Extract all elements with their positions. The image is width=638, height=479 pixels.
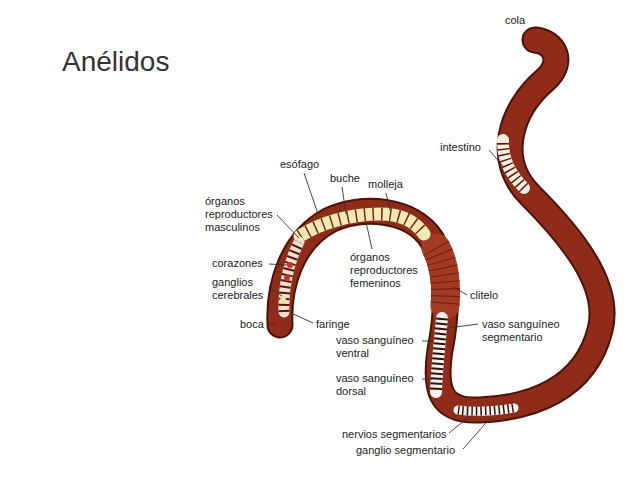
intestine-segments (503, 140, 524, 188)
heart-arches (284, 242, 299, 312)
part-label: vaso sanguíneo segmentario (482, 318, 582, 344)
part-label: vaso sanguíneo dorsal (336, 372, 420, 398)
nerve-cutaway (458, 408, 514, 411)
part-label: molleja (368, 178, 403, 191)
part-label: ganglios cerebrales (212, 276, 276, 302)
part-label: boca (240, 318, 264, 331)
segmental-nerves (458, 408, 514, 411)
diagram-title: Anélidos (62, 46, 169, 78)
part-label: órganos reproductores femeninos (350, 251, 430, 290)
cutaway-segments (300, 214, 424, 236)
worm-outline (280, 40, 602, 410)
worm-body (280, 40, 602, 410)
part-label: vaso sanguíneo ventral (336, 334, 420, 360)
vessel-cutaway (436, 318, 442, 392)
clitellum-band (436, 248, 446, 305)
heart-dot (284, 275, 290, 281)
part-label: cola (505, 14, 525, 27)
pharynx-cutaway (284, 242, 299, 312)
part-label: corazones (212, 257, 263, 270)
part-label: ganglio segmentario (356, 444, 455, 457)
segmental-vessels (436, 318, 442, 392)
heart-dot (287, 262, 293, 268)
leader-lines (268, 150, 503, 449)
part-label: faringe (316, 318, 350, 331)
part-label: buche (330, 172, 360, 185)
part-label: nervios segmentarios (342, 428, 447, 441)
intestine-cutaway (503, 140, 524, 188)
cerebral-ganglion (280, 297, 286, 303)
part-label: esófago (280, 158, 319, 171)
clitellum-rings (436, 248, 446, 305)
crop-gizzard-cutaway (300, 214, 424, 236)
part-label: clitelo (470, 289, 498, 302)
part-label: órganos reproductores masculinos (205, 195, 279, 234)
part-label: intestino (440, 141, 481, 154)
